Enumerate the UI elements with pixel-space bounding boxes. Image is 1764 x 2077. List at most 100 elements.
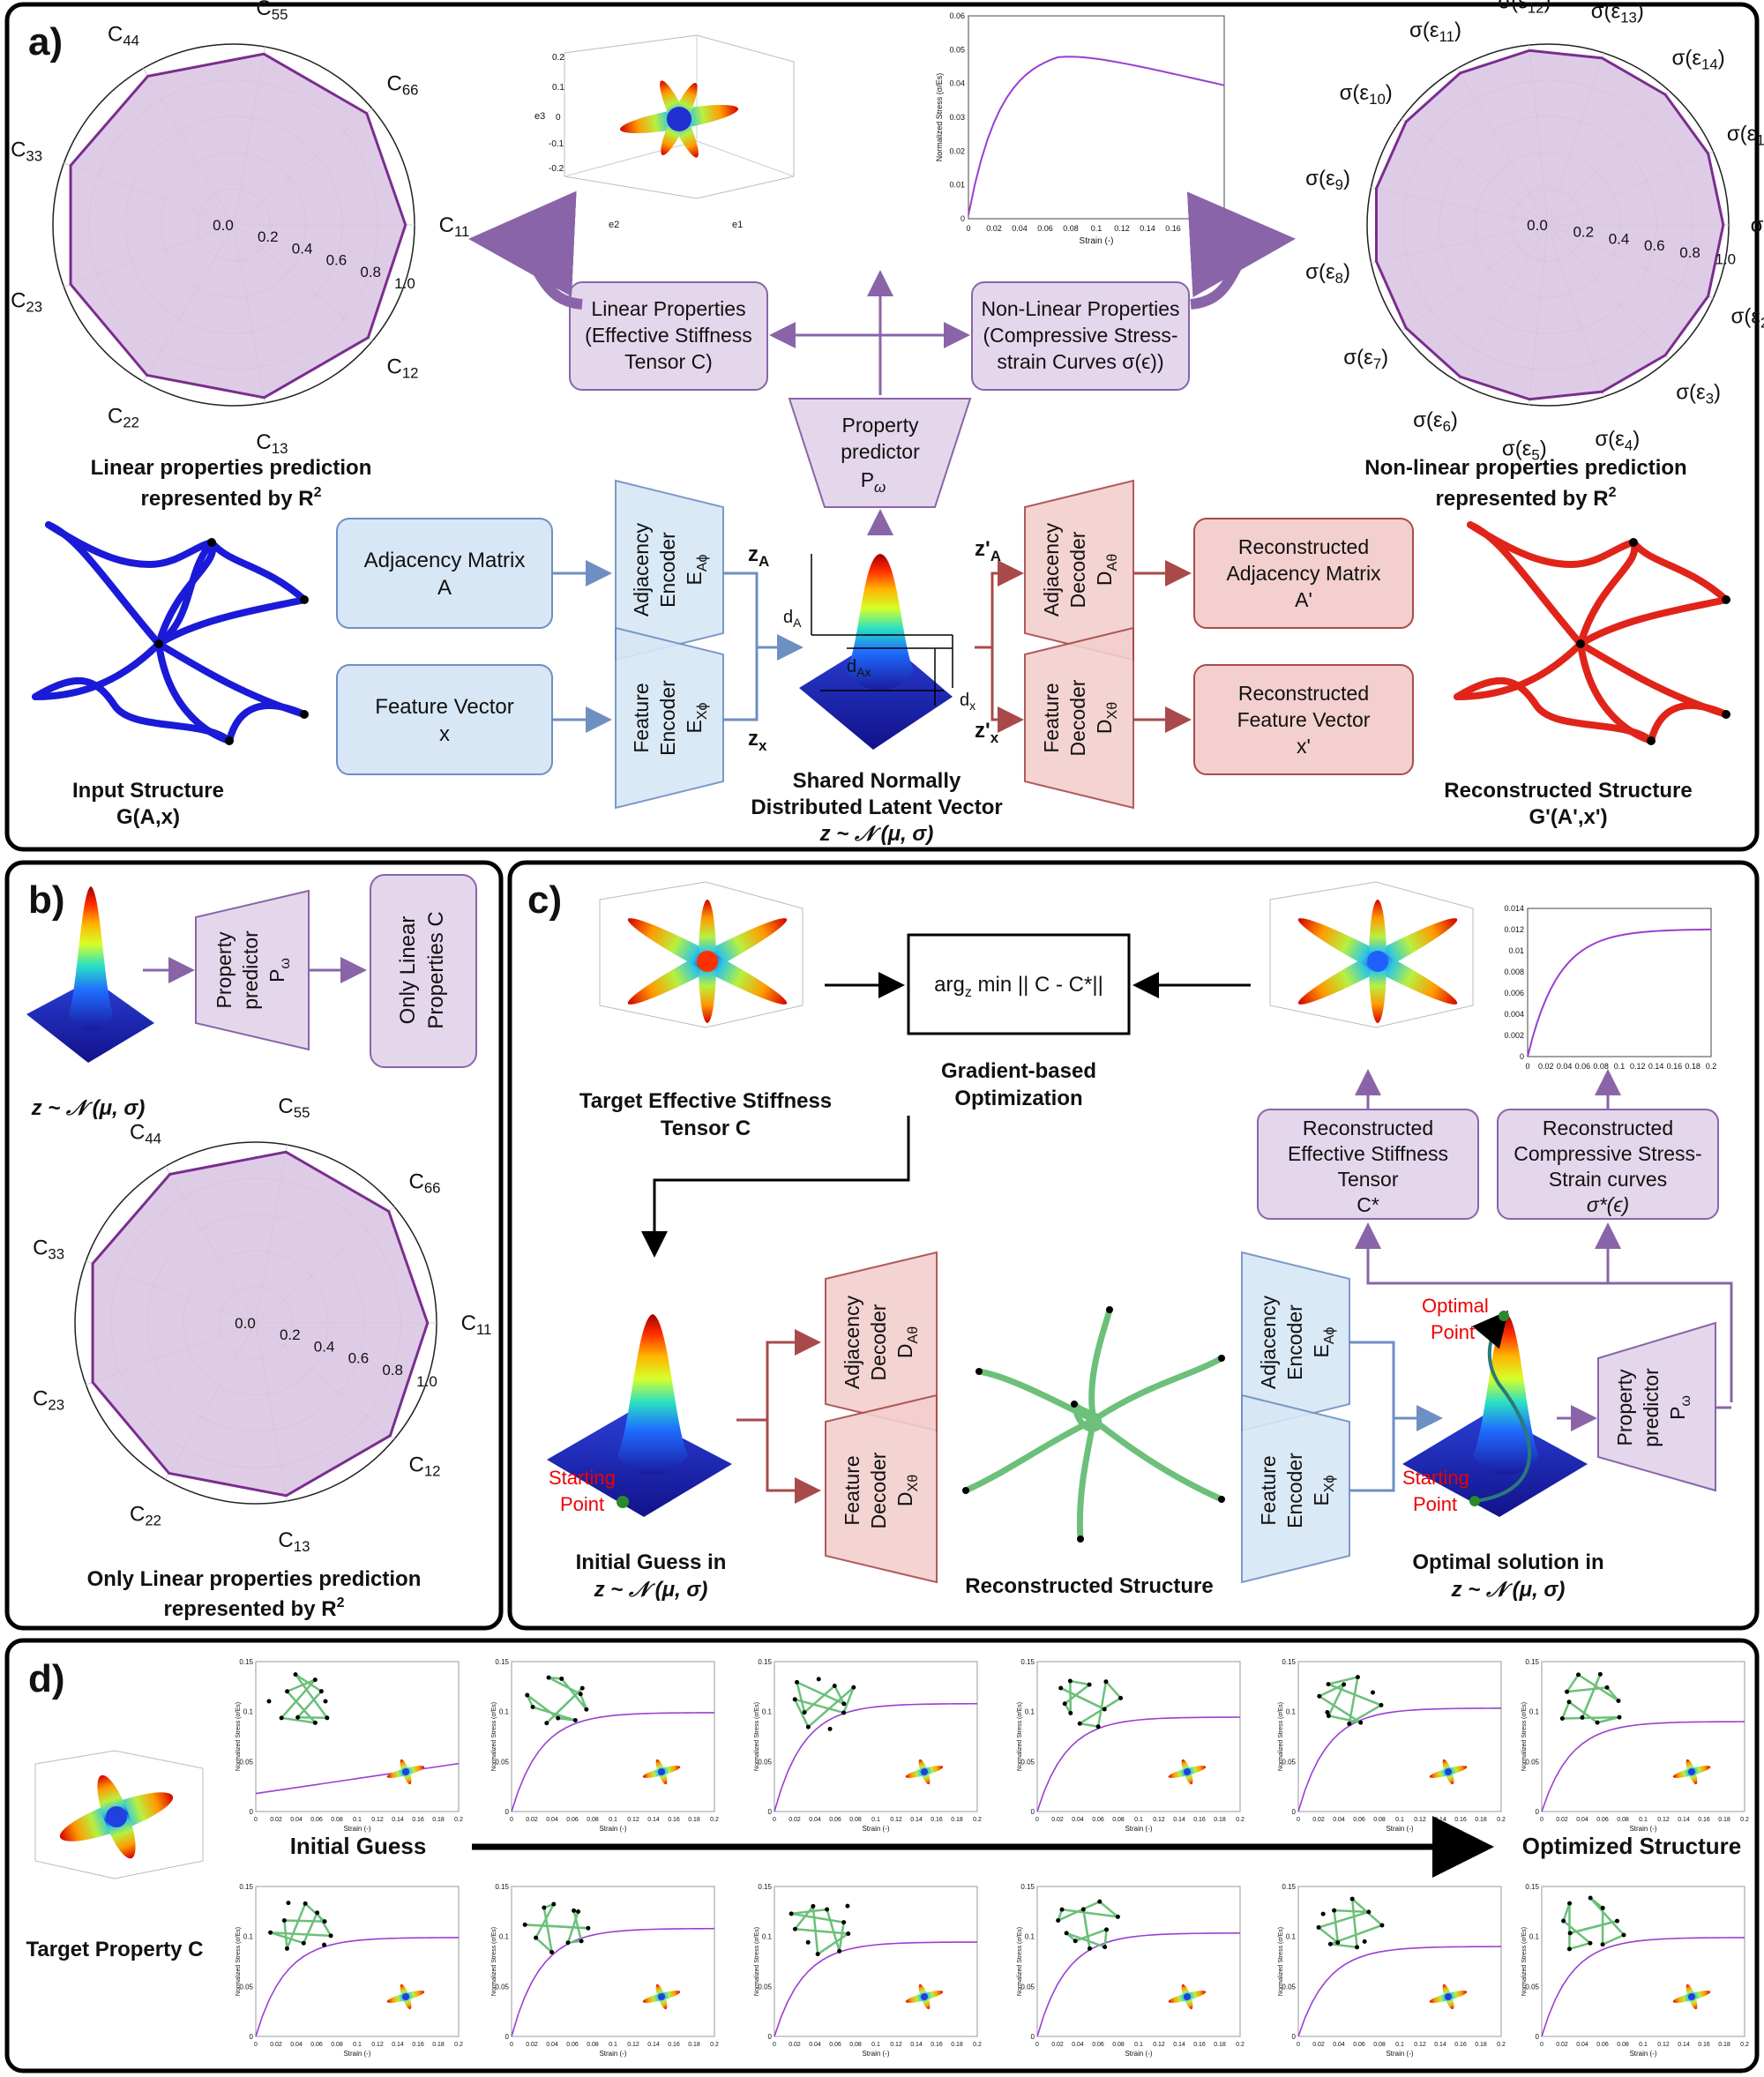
c-target-ellipsoid-plot: [599, 881, 804, 1028]
reconstructed-structure-graph: [1454, 521, 1730, 744]
d-plot-x-tick: 0.12: [890, 1817, 902, 1823]
d-plot-x-tick: 0.14: [1434, 1817, 1446, 1823]
d-plot-x-tick: 0.06: [1596, 2042, 1609, 2048]
d-plot-frame: [1297, 1886, 1502, 2037]
plot-y-tick: 0.01: [1508, 946, 1524, 955]
d-plot-x-tick: 0.04: [1333, 2042, 1345, 2048]
d-x-label: dx: [960, 691, 975, 713]
d-stress-curve: [255, 1762, 460, 1795]
d-plot-x-tick: 0.06: [310, 1817, 323, 1823]
d-lattice-node: [549, 1949, 555, 1954]
d-plot-x-tick: 0.12: [1657, 1817, 1670, 1823]
d-mini-ellipsoid: [386, 1984, 425, 2010]
d-plot-x-tick: 0.16: [668, 2042, 680, 2048]
panel-d-label: d): [28, 1657, 65, 1700]
radar-axis-label: C55: [256, 0, 288, 23]
d-plot-x-tick: 0.02: [270, 2042, 282, 2048]
d-stress-curve: [511, 1712, 715, 1812]
d-plot-y-tick: 0: [1536, 2033, 1540, 2041]
panel-a-label: a): [28, 20, 63, 64]
d-lattice-node: [1342, 1682, 1347, 1687]
d-plot-x-tick: 0.06: [829, 1817, 841, 1823]
d-lattice-node: [1088, 1946, 1093, 1951]
b-caption-1: Only Linear properties prediction: [87, 1567, 422, 1591]
d-plot-x-tick: 0.06: [310, 2042, 323, 2048]
plot-x-tick: 0.1: [1614, 1062, 1626, 1071]
d-lattice-node: [303, 1901, 308, 1906]
d-stress-curve: [1036, 1716, 1241, 1812]
d-lattice-node: [1059, 1907, 1065, 1912]
radar-tick-label: 0.6: [1644, 237, 1665, 254]
d-plot-y-tick: 0.05: [495, 1983, 509, 1991]
d-lattice-node: [1325, 1709, 1330, 1715]
svg-text:DAθ: DAθ: [893, 1326, 921, 1358]
d-plot-x-tick: 0.04: [290, 1817, 303, 1823]
d-plot-xlabel: Strain (-): [862, 1825, 889, 1833]
curved-arrow-right: [1186, 191, 1296, 310]
d-plot-x-tick: 0.02: [1051, 2042, 1064, 2048]
d-lattice-node: [789, 1911, 794, 1916]
d-lattice-node: [295, 1715, 301, 1720]
radar-tick-label: 0.8: [1679, 244, 1700, 261]
radar-tick-label: 0.6: [348, 1350, 370, 1367]
d-lattice-node: [1320, 1911, 1326, 1916]
d-lattice-node: [1370, 1690, 1375, 1695]
d-lattice-node: [318, 1689, 324, 1694]
d-stress-curve: [1297, 1707, 1502, 1812]
adjacency-matrix-symbol: A: [437, 576, 452, 600]
c-optimal-caption-1: Optimal solution in: [1412, 1550, 1603, 1574]
svg-text:e2: e2: [609, 220, 619, 230]
c-optimal-point-1: Optimal: [1422, 1295, 1489, 1317]
d-lattice-node: [315, 1910, 320, 1916]
d-plot-x-tick: 0.2: [1740, 1817, 1749, 1823]
d-lattice-node: [322, 1942, 327, 1947]
d-plot-x-tick: 0: [1035, 1817, 1039, 1823]
d-plot-x-tick: 0.04: [290, 2042, 303, 2048]
d-plot-y-tick: 0.1: [762, 1708, 773, 1716]
d-lattice-node: [795, 1679, 800, 1685]
d-plot-x-tick: 0.16: [412, 1817, 424, 1823]
d-lattice-node: [837, 1948, 842, 1954]
svg-text:EAϕ: EAϕ: [683, 554, 710, 585]
d-plot-x-tick: 0.2: [973, 1817, 982, 1823]
d-lattice-node: [1561, 1918, 1566, 1924]
d-plot-ylabel: Normalized Stress (σ/Es): [235, 1927, 242, 1996]
latent-caption-3: z ~ 𝒩 (μ, σ): [819, 822, 934, 846]
d-plot-x-tick: 0.14: [910, 1817, 923, 1823]
linear-properties-line1: Linear Properties: [591, 297, 745, 320]
d-Ax-label: dAx: [847, 657, 871, 679]
d-plot-y-tick: 0: [768, 1808, 773, 1816]
d-plot-x-tick: 0: [1297, 1817, 1300, 1823]
plot-x-tick: 0.2: [1219, 224, 1230, 233]
arrow-to-adj-decoder: [975, 560, 1024, 649]
stiffness-ellipsoid-plot: 0.2 0.1 0 -0.1 -0.2 e3 e2 e1: [534, 34, 795, 230]
c-gradient-caption-1: Gradient-based: [941, 1059, 1096, 1083]
d-plot-x-tick: 0.14: [1434, 2042, 1446, 2048]
d-plot-xlabel: Strain (-): [862, 2050, 889, 2058]
plot-x-tick: 0.18: [1191, 224, 1207, 233]
b-only-linear-box: [370, 874, 477, 1068]
d-mini-ellipsoid: [1168, 1759, 1207, 1785]
d-plot-y-tick: 0.15: [239, 1883, 253, 1891]
arrow-zx-to-latent: [723, 647, 759, 721]
d-plot-x-tick: 0.02: [1051, 1817, 1064, 1823]
radar-series-polygon: [1374, 49, 1725, 401]
d-A-label: dA: [783, 608, 802, 630]
reconstructed-structure-nodes: [1576, 538, 1730, 745]
d-plot-y-tick: 0.15: [495, 1658, 509, 1666]
arrow-zA-to-latent: [723, 572, 804, 661]
svg-text:Properties C: Properties C: [424, 911, 448, 1028]
d-lattice-node: [805, 1724, 811, 1730]
d-plot-x-tick: 0.06: [1092, 2042, 1104, 2048]
d-plot-xlabel: Strain (-): [1125, 1825, 1152, 1833]
d-plot-ylabel: Normalized Stress (σ/Es): [1521, 1927, 1528, 1996]
d-lattice-graph: [1319, 1676, 1382, 1725]
plot-x-tick: 0.16: [1667, 1062, 1683, 1071]
c-recon-stress-2: Compressive Stress-: [1514, 1142, 1701, 1165]
d-lattice-node: [579, 1685, 585, 1691]
svg-text:EXϕ: EXϕ: [683, 702, 710, 733]
svg-text:EAϕ: EAϕ: [1310, 1326, 1337, 1357]
